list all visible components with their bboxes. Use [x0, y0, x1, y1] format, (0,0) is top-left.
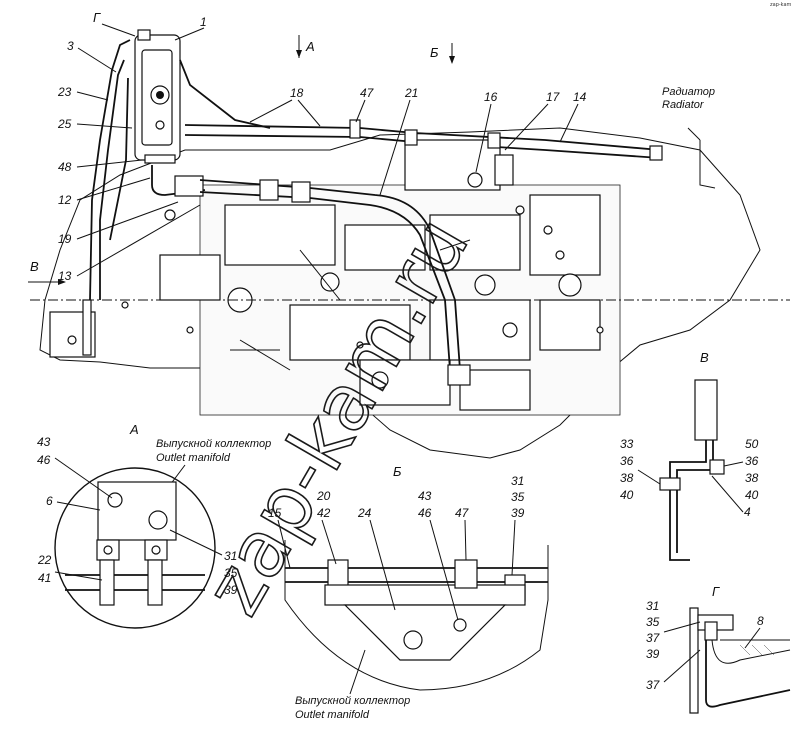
- detail-a-title: А: [129, 422, 139, 437]
- detail-a-callout-6: 6: [46, 494, 53, 508]
- view-arrow-b: Б: [430, 45, 439, 60]
- detail-b-callout-47: 47: [455, 506, 470, 520]
- detail-v-title: В: [700, 350, 709, 365]
- detail-b: Б 20 42 15 24 43 46 47 31 35 39 Выпускно…: [268, 464, 549, 721]
- detail-b-manifold-ru: Выпускной коллектор: [295, 695, 410, 707]
- callout-1: 1: [200, 15, 207, 29]
- watermark-corner: zap-kam: [770, 2, 792, 8]
- detail-a-callout-31: 31: [224, 549, 237, 563]
- detail-b-callout-20: 20: [316, 489, 331, 503]
- callout-21: 21: [404, 86, 418, 100]
- detail-g-callout-37: 37: [646, 631, 661, 645]
- detail-b-callout-42: 42: [317, 506, 331, 520]
- callout-18: 18: [290, 86, 304, 100]
- expansion-tank: [134, 29, 181, 164]
- detail-b-frame: [284, 540, 549, 691]
- callout-13: 13: [58, 269, 72, 283]
- detail-g-title: Г: [712, 584, 720, 599]
- callout-48: 48: [58, 160, 72, 174]
- detail-b-callout-46: 46: [418, 506, 432, 520]
- callout-23: 23: [57, 85, 72, 99]
- detail-g-callout-37b: 37: [646, 678, 661, 692]
- detail-g-callout-31: 31: [646, 599, 659, 613]
- detail-a-manifold-ru: Выпускной коллектор: [156, 438, 271, 450]
- detail-b-callout-43: 43: [418, 489, 432, 503]
- detail-v-callout-r-50: 50: [745, 437, 759, 451]
- callout-17: 17: [546, 90, 561, 104]
- detail-a: А Выпускной коллектор Outlet manifold 43…: [37, 422, 271, 629]
- pipe-3-23: [89, 39, 131, 301]
- detail-a-callout-46: 46: [37, 453, 51, 467]
- detail-v-callout-l-38: 38: [620, 471, 634, 485]
- detail-b-callout-24: 24: [357, 506, 372, 520]
- detail-b-callout-31: 31: [511, 474, 524, 488]
- detail-a-callout-35: 35: [224, 566, 238, 580]
- pipe-18: [179, 59, 271, 129]
- main-callouts: 1 3 23 25 48 12 19 13 18 47 21 16 17 14: [57, 15, 587, 283]
- radiator-label-ru: Радиатор: [662, 86, 715, 98]
- engine-outline: [39, 127, 761, 459]
- detail-a-callout-22: 22: [37, 553, 52, 567]
- detail-b-callout-15: 15: [268, 506, 282, 520]
- pipe-12: [151, 165, 206, 196]
- callout-25: 25: [57, 117, 72, 131]
- detail-b-manifold-en: Outlet manifold: [295, 709, 370, 721]
- detail-a-frame: [54, 467, 216, 629]
- detail-g-callout-35: 35: [646, 615, 660, 629]
- detail-g: Г 31 35 37 39 37 8: [646, 584, 791, 714]
- detail-g-callout-8: 8: [757, 614, 764, 628]
- callout-16: 16: [484, 90, 498, 104]
- radiator-label-en: Radiator: [662, 99, 705, 111]
- detail-a-callout-41: 41: [38, 571, 51, 585]
- callout-47: 47: [360, 86, 375, 100]
- bracket-16: [404, 139, 501, 191]
- view-arrow-g: Г: [93, 10, 101, 25]
- main-view: [30, 29, 790, 459]
- pipe-21: [199, 179, 461, 371]
- detail-v-callout-4: 4: [744, 505, 751, 519]
- detail-a-manifold-en: Outlet manifold: [156, 452, 231, 464]
- detail-v-callout-l-36: 36: [620, 454, 634, 468]
- view-arrows: А Б В Г: [28, 10, 455, 285]
- callout-14: 14: [573, 90, 587, 104]
- detail-v-callout-l-33: 33: [620, 437, 634, 451]
- detail-v-callout-r-38: 38: [745, 471, 759, 485]
- detail-g-callout-39: 39: [646, 647, 660, 661]
- radiator-edge: [699, 140, 716, 189]
- detail-v-callout-r-40: 40: [745, 488, 759, 502]
- callout-12: 12: [58, 193, 72, 207]
- detail-v: В 33 36 38 40 50 36 38 40 4: [620, 350, 759, 561]
- detail-b-title: Б: [393, 464, 402, 479]
- detail-a-callout-43: 43: [37, 435, 51, 449]
- callout-3: 3: [67, 39, 74, 53]
- detail-b-callout-39: 39: [511, 506, 525, 520]
- detail-v-callout-r-36: 36: [745, 454, 759, 468]
- view-arrow-v: В: [30, 259, 39, 274]
- callout-19: 19: [58, 232, 72, 246]
- view-arrow-a: А: [305, 39, 315, 54]
- detail-b-callout-35: 35: [511, 490, 525, 504]
- detail-v-callout-l-40: 40: [620, 488, 634, 502]
- detail-a-callout-39: 39: [224, 583, 238, 597]
